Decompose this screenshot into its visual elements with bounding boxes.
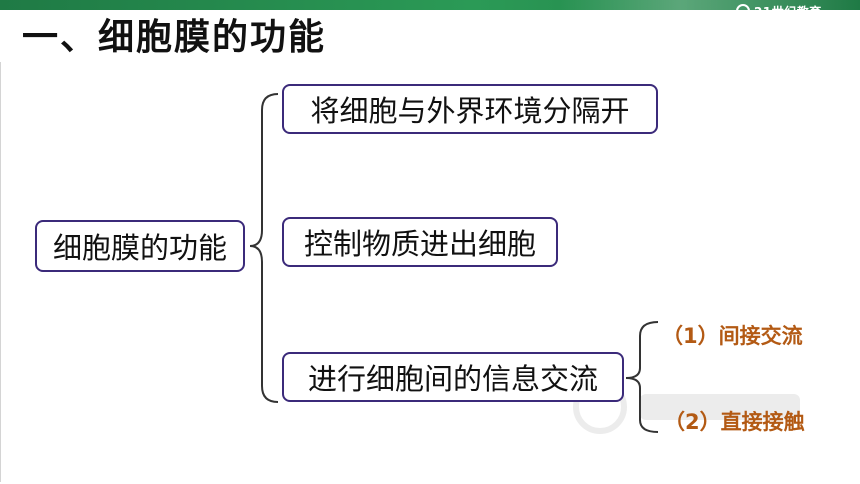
top-banner-highlight	[560, 0, 860, 10]
sub-brace	[625, 321, 659, 433]
root-node: 细胞膜的功能	[35, 220, 245, 272]
main-brace	[249, 93, 279, 403]
brand-logo-text: 21世纪教育	[754, 4, 822, 19]
branch-node-communication: 进行细胞间的信息交流	[282, 352, 624, 402]
sub-node-direct: （2）直接接触	[664, 410, 805, 434]
top-banner	[0, 0, 860, 10]
runner-logo-icon	[736, 4, 750, 18]
sub-node-indirect: （1）间接交流	[662, 324, 803, 348]
page-title: 一、细胞膜的功能	[22, 17, 327, 58]
left-divider	[0, 62, 1, 482]
branch-node-control: 控制物质进出细胞	[282, 217, 558, 267]
brand-logo: 21世纪教育	[736, 0, 822, 22]
branch-node-separate: 将细胞与外界环境分隔开	[282, 84, 658, 134]
